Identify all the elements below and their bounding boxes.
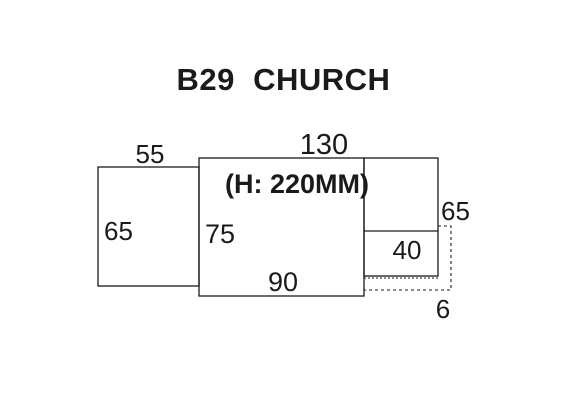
left-block-width-label: 55 bbox=[136, 139, 165, 169]
height-note: (H: 220MM) bbox=[225, 169, 369, 199]
offset-dashed-outline bbox=[364, 225, 452, 291]
right-block-depth-label: 65 bbox=[441, 196, 470, 226]
right-block bbox=[363, 157, 439, 277]
page-title: B29 CHURCH bbox=[176, 62, 391, 97]
center-block-depth-label: 75 bbox=[205, 219, 235, 249]
right-block-offset-label: 6 bbox=[436, 294, 450, 324]
center-block-bottom-label: 90 bbox=[268, 267, 298, 297]
left-block-depth-label: 65 bbox=[104, 216, 133, 246]
right-block-inner-width-label: 40 bbox=[393, 235, 422, 265]
center-block-width-label: 130 bbox=[300, 129, 348, 161]
